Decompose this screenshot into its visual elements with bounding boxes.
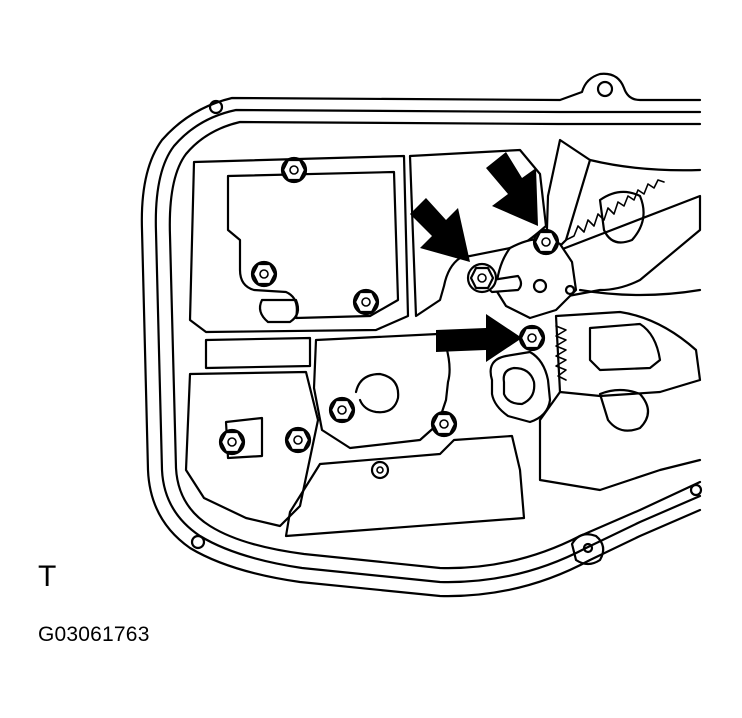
bolt-icon bbox=[328, 396, 356, 424]
arrow-icon bbox=[410, 198, 470, 262]
bolt-icon bbox=[532, 228, 560, 256]
arrow-icon bbox=[486, 152, 538, 226]
bolt-icon bbox=[250, 260, 278, 288]
arrow-icon bbox=[436, 314, 522, 362]
round-hole bbox=[354, 372, 400, 480]
bolt-icon bbox=[518, 324, 546, 352]
bolt-icon bbox=[218, 428, 246, 456]
bolt-icon bbox=[466, 262, 498, 294]
regulator-mechanism bbox=[486, 138, 702, 492]
bolt-icon bbox=[352, 288, 380, 316]
panel-outline bbox=[140, 72, 703, 598]
bolt-group bbox=[218, 156, 560, 480]
view-letter: T bbox=[38, 560, 57, 593]
callout-arrows bbox=[410, 152, 538, 362]
figure-id: G03061763 bbox=[38, 623, 150, 646]
bolt-icon bbox=[430, 410, 458, 438]
inner-panel bbox=[184, 148, 552, 538]
bolt-icon bbox=[284, 426, 312, 454]
bolt-icon bbox=[280, 156, 308, 184]
